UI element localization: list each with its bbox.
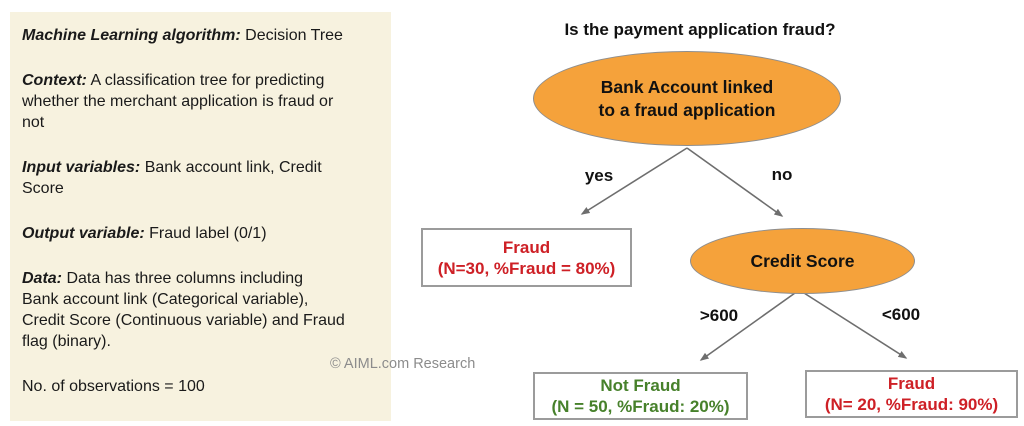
branch-label-gt600: >600 xyxy=(699,306,739,325)
input-variables-text: Bank account link, Credit Score xyxy=(22,159,322,197)
ml-algorithm-label: Machine Learning algorithm: xyxy=(22,27,241,44)
watermark: © AIML.com Research xyxy=(330,356,476,372)
leaf-fraud-yes-line2: (N=30, %Fraud = 80%) xyxy=(437,258,616,278)
edge-credit-lt600 xyxy=(803,292,908,359)
leaf-fraud-yes-line1: Fraud xyxy=(502,237,551,257)
context-label: Context: xyxy=(22,72,87,89)
output-variable-label: Output variable: xyxy=(22,225,145,242)
ml-algorithm-text: Decision Tree xyxy=(240,27,343,44)
branch-label-yes: yes xyxy=(584,166,614,185)
branch-label-no: no xyxy=(771,165,793,184)
leaf-fraud-lt600-line2: (N= 20, %Fraud: 90%) xyxy=(824,395,999,414)
leaf-fraud-lt600: Fraud (N= 20, %Fraud: 90%) xyxy=(805,370,1018,418)
observations-paragraph: No. of observations = 100 xyxy=(22,376,381,397)
root-node-bank-account: Bank Account linked to a fraud applicati… xyxy=(533,51,841,146)
context-text: A classification tree for predicting whe… xyxy=(22,72,334,131)
leaf-fraud-lt600-line1: Fraud xyxy=(887,374,936,393)
data-paragraph: Data: Data has three columns including B… xyxy=(22,268,381,352)
leaf-not-fraud: Not Fraud (N = 50, %Fraud: 20%) xyxy=(533,372,748,420)
output-variable-paragraph: Output variable: Fraud label (0/1) xyxy=(22,223,381,244)
leaf-fraud-yes-branch: Fraud (N=30, %Fraud = 80%) xyxy=(421,228,632,287)
credit-score-label: Credit Score xyxy=(750,250,855,271)
ml-algorithm-paragraph: Machine Learning algorithm: Decision Tre… xyxy=(22,25,381,46)
data-label: Data: xyxy=(22,270,63,287)
input-variables-label: Input variables: xyxy=(22,159,141,176)
edge-credit-gt600 xyxy=(699,292,796,361)
info-panel: Machine Learning algorithm: Decision Tre… xyxy=(10,12,391,421)
branch-label-lt600: <600 xyxy=(881,305,921,324)
context-paragraph: Context: A classification tree for predi… xyxy=(22,70,381,133)
leaf-not-fraud-line2: (N = 50, %Fraud: 20%) xyxy=(551,397,730,416)
leaf-not-fraud-line1: Not Fraud xyxy=(600,376,681,395)
observations-text: No. of observations = 100 xyxy=(22,378,205,395)
output-variable-text: Fraud label (0/1) xyxy=(144,225,267,242)
tree-title: Is the payment application fraud? xyxy=(564,20,836,39)
root-node-line1: Bank Account linked xyxy=(600,76,774,97)
root-node-line2: to a fraud application xyxy=(598,99,776,120)
credit-score-node: Credit Score xyxy=(690,228,915,294)
data-text: Data has three columns including Bank ac… xyxy=(22,270,345,350)
input-variables-paragraph: Input variables: Bank account link, Cred… xyxy=(22,157,381,199)
